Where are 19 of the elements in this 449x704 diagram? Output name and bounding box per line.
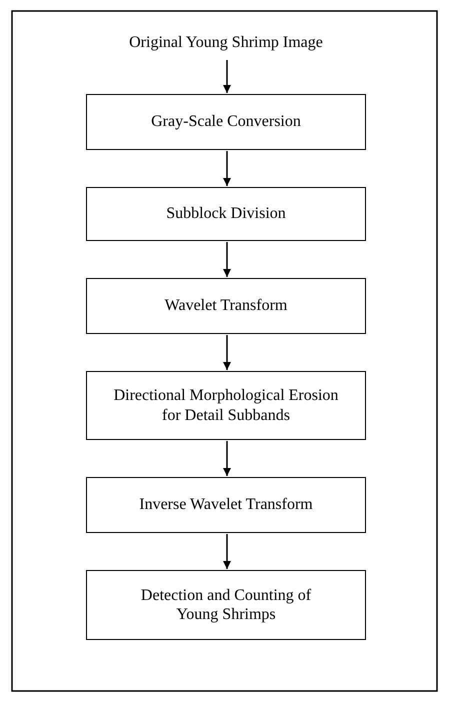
arrow [223, 441, 231, 476]
step-label: Subblock Division [166, 204, 286, 224]
step-label: Directional Morphological Erosion for Detail Subbands [112, 386, 340, 425]
process-box [86, 477, 366, 533]
step-label: Detection and Counting of Young Shrimps [140, 586, 312, 624]
process-box [86, 570, 366, 640]
arrow [223, 534, 231, 569]
arrow [223, 242, 231, 277]
step-label: Wavelet Transform [164, 296, 288, 316]
arrow [223, 60, 231, 93]
step-label: Inverse Wavelet Transform [139, 495, 313, 515]
process-box [86, 278, 366, 334]
process-box [86, 94, 366, 150]
process-box [86, 187, 366, 241]
arrow [223, 151, 231, 186]
input-label: Original Young Shrimp Image [129, 33, 323, 53]
process-box [86, 371, 366, 440]
arrow [223, 335, 231, 370]
step-label: Gray-Scale Conversion [151, 112, 301, 132]
